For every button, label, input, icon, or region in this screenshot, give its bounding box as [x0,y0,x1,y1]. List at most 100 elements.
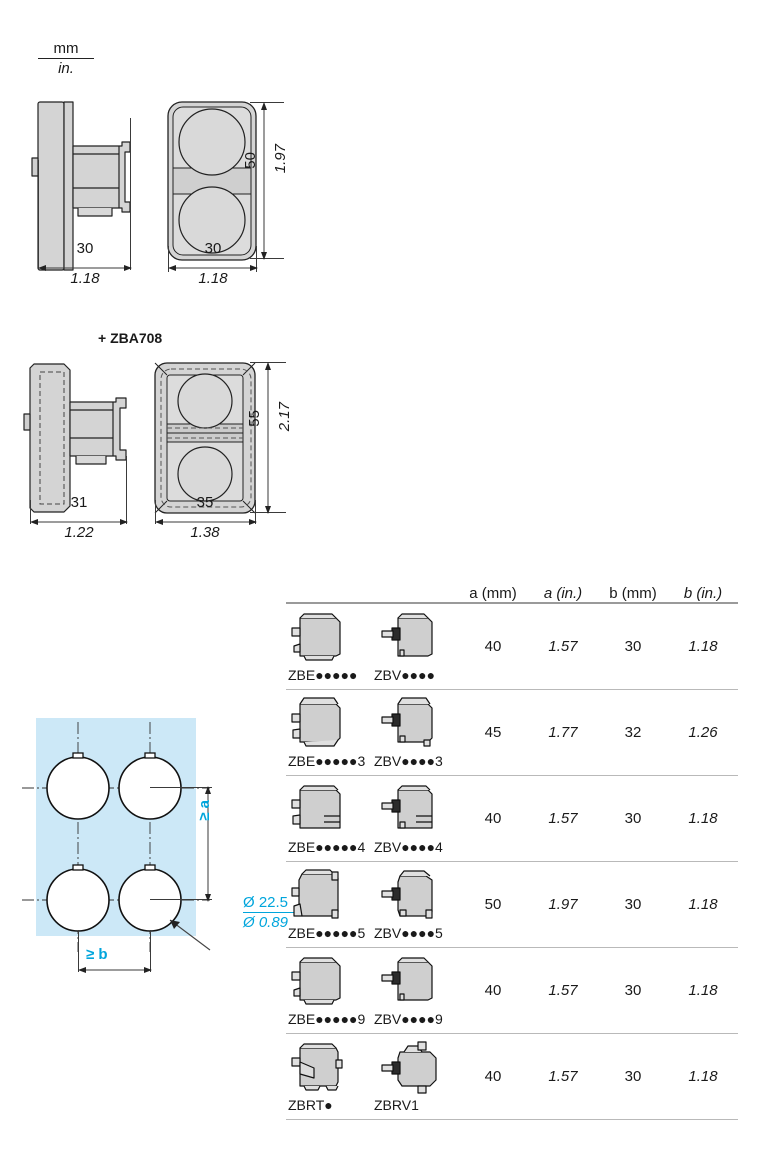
figure1-front-ext-bottom [250,258,284,259]
table-row: ZBE●●●●●4 ZBV●●●●4 40 1.57 30 1.18 [286,776,738,861]
figure1-front-height-in: 1.97 [272,144,289,174]
panel-dim-b-line [78,967,152,973]
hole-callout-divider [243,912,315,913]
figure2-side-ext-left [30,500,31,524]
value-b-mm: 30 [624,1068,642,1085]
reference-left: ZBE●●●●●9 [288,1011,366,1027]
table-row-separator [286,947,738,948]
row-icons: ZBE●●●●● ZBV●●●● [286,604,458,689]
hole-diameter-mm: Ø 22.5 [243,894,289,911]
light-block-icon [381,957,433,1001]
figure1-front-ext-right [256,246,257,272]
reference-right: ZBV●●●●9 [374,1011,443,1027]
light-block-icon [381,870,433,919]
panel-cutout-holes [22,722,211,952]
units-legend-mm: mm [53,40,79,57]
value-a-mm: 50 [484,896,502,913]
value-b-in: 1.18 [688,982,718,999]
contact-block-icon [291,697,341,747]
row-icons: ZBE●●●●●9 ZBV●●●●9 [286,948,458,1033]
table-header-row: a (mm) a (in.) b (mm) b (in.) [286,578,738,602]
reference-left: ZBRT● [288,1097,333,1113]
figure-zba708-side-view [23,363,127,513]
column-header-a-in: a (in.) [543,585,583,602]
figure2-front-width-in: 1.38 [190,524,220,541]
figure1-front-width-mm: 30 [204,240,222,257]
reference-right: ZBV●●●●4 [374,839,443,855]
table-row-separator [286,775,738,776]
panel-dim-b-ext-left [78,930,79,972]
reference-left: ZBE●●●●● [288,667,358,683]
value-a-in: 1.57 [548,1068,578,1085]
figure2-front-width-dimline [155,519,257,525]
panel-hole-diameter-callout: Ø 22.5 Ø 0.89 [243,893,315,932]
value-a-in: 1.57 [548,638,578,655]
figure1-side-width-dimline [38,265,132,271]
figure2-front-width-mm: 35 [196,494,214,511]
figure2-side-width-dimline [30,519,128,525]
figure2-front-ext-right [255,500,256,524]
column-header-a-mm: a (mm) [469,585,517,602]
value-a-in: 1.57 [548,810,578,827]
value-a-mm: 40 [484,638,502,655]
table-header-separator [286,602,738,604]
value-b-mm: 30 [624,810,642,827]
figure2-side-width-mm: 31 [70,494,88,511]
value-b-mm: 32 [624,724,642,741]
row-icons: ZBRT● ZBRV1 [286,1034,458,1119]
figure1-front-height-mm: 50 [242,152,259,169]
value-b-mm: 30 [624,896,642,913]
panel-dim-b-label: ≥ b [86,946,108,963]
figure-zba708-front-view [154,362,256,514]
figure1-side-ext-left [38,160,39,270]
figure1-front-height-dimline [261,102,267,260]
light-block-icon [381,697,433,747]
value-a-mm: 40 [484,982,502,999]
contact-block-icon [291,785,341,829]
row-icons: ZBE●●●●●3 ZBV●●●●3 [286,690,458,775]
reference-left: ZBE●●●●●3 [288,753,366,769]
figure1-side-ext-right [130,118,131,270]
value-b-in: 1.18 [688,1068,718,1085]
column-header-b-mm: b (mm) [609,585,657,602]
table-bottom-separator [286,1119,738,1120]
figure2-front-height-in: 2.17 [276,402,293,432]
light-block-icon [381,1041,437,1094]
contact-block-icon [291,869,339,919]
value-b-mm: 30 [624,982,642,999]
figure2-side-width-in: 1.22 [64,524,94,541]
contact-block-icon [291,613,341,661]
hole-diameter-in: Ø 0.89 [243,914,289,931]
figure2-title: + ZBA708 [98,330,163,346]
value-b-in: 1.18 [688,896,718,913]
accessory-dimensions-table: a (mm) a (in.) b (mm) b (in.) [286,578,738,1120]
row-icons: ZBE●●●●●4 ZBV●●●●4 [286,776,458,861]
reference-right: ZBRV1 [374,1097,419,1113]
value-b-mm: 30 [624,638,642,655]
table-row: ZBE●●●●● ZBV●●●● 40 1.57 30 1.18 [286,604,738,689]
value-b-in: 1.18 [688,810,718,827]
reference-right: ZBV●●●● [374,667,436,683]
reference-left: ZBE●●●●●5 [288,925,366,941]
figure1-front-ext-top [250,102,284,103]
table-row-separator [286,689,738,690]
value-a-in: 1.77 [548,724,578,741]
row-icons: ZBE●●●●●5 ZBV●●●●5 [286,862,458,947]
figure2-front-ext-left [155,500,156,524]
value-b-in: 1.18 [688,638,718,655]
units-legend-divider [38,58,94,59]
figure1-side-width-in: 1.18 [70,270,100,287]
value-a-mm: 45 [484,724,502,741]
figure2-front-height-mm: 55 [246,410,263,427]
value-a-in: 1.57 [548,982,578,999]
table-row: ZBE●●●●●5 ZBV●●●●5 50 1.97 30 1.18 [286,862,738,947]
table-row: ZBE●●●●●3 ZBV●●●●3 45 1.77 32 1.26 [286,690,738,775]
light-block-icon [381,613,433,657]
figure1-side-width-mm: 30 [76,240,94,257]
contact-block-icon [291,1043,343,1091]
table-row: ZBE●●●●●9 ZBV●●●●9 40 1.57 30 1.18 [286,948,738,1033]
figure1-front-ext-left [168,246,169,272]
panel-dim-a-line [205,786,211,902]
table-row-separator [286,1033,738,1034]
panel-dim-b-ext-right [150,930,151,972]
